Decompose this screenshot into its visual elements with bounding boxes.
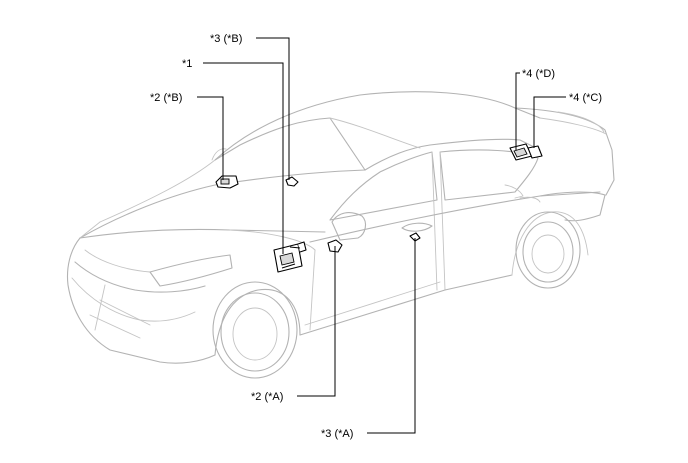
component-4d — [509, 143, 533, 161]
callout-3a: *3 (*A) — [321, 428, 353, 440]
callout-2a: *2 (*A) — [251, 391, 283, 403]
front-wheel — [212, 281, 298, 379]
callout-3b: *3 (*B) — [210, 33, 242, 45]
callout-4c: *4 (*C) — [569, 92, 602, 104]
rear-wheel — [515, 211, 581, 289]
car-outline — [66, 91, 615, 364]
component-3b — [285, 176, 299, 187]
component-1-module — [273, 241, 307, 273]
callout-labels: *3 (*B) *1 *2 (*B) *4 (*D) *4 (*C) *2 (*… — [150, 33, 602, 440]
component-3a — [409, 232, 421, 242]
callout-2b: *2 (*B) — [150, 92, 182, 104]
component-4c — [527, 145, 543, 159]
callout-4d: *4 (*D) — [522, 68, 555, 80]
leader-lines — [197, 37, 566, 434]
callout-1: *1 — [182, 58, 192, 70]
component-2b — [215, 175, 239, 189]
